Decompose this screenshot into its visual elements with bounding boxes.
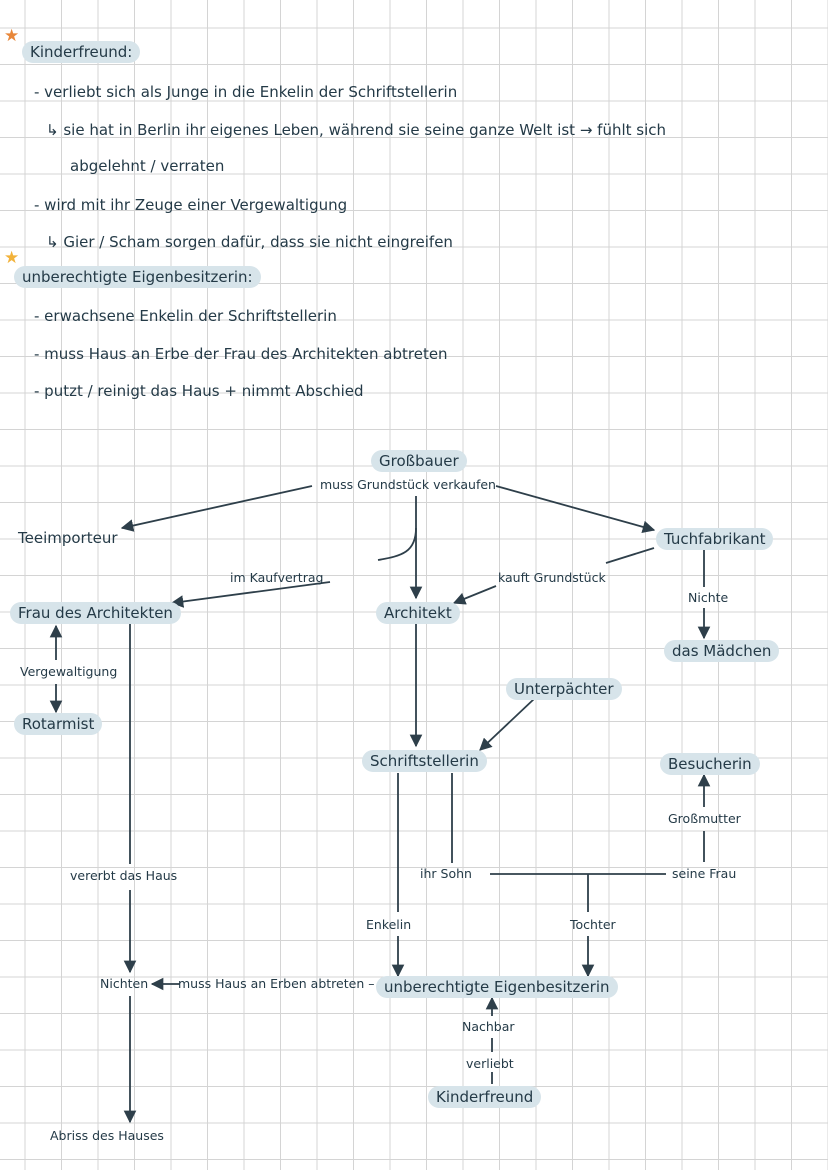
edge-label-tochter: Tochter bbox=[570, 917, 616, 932]
edge-label-verliebt: verliebt bbox=[466, 1056, 514, 1071]
node-grossbauer: Großbauer bbox=[371, 450, 467, 472]
node-unterpaechter: Unterpächter bbox=[506, 678, 622, 700]
node-abriss-des-hauses: Abriss des Hauses bbox=[50, 1128, 164, 1143]
node-rotarmist: Rotarmist bbox=[14, 713, 103, 735]
edge-tuchfabrikant-kauft bbox=[605, 547, 655, 564]
edge-label-nichte: Nichte bbox=[688, 590, 729, 605]
edge-label-vererbt: vererbt das Haus bbox=[70, 868, 178, 883]
note-line: - erwachsene Enkelin der Schriftstelleri… bbox=[34, 307, 337, 325]
node-frau-des-architekten: Frau des Architekten bbox=[10, 602, 181, 624]
node-seine-frau: seine Frau bbox=[672, 866, 737, 881]
node-schriftstellerin: Schriftstellerin bbox=[362, 750, 487, 772]
node-tuchfabrikant: Tuchfabrikant bbox=[656, 528, 774, 550]
edge-grossbauer-kaufvertrag bbox=[377, 527, 417, 561]
node-unberechtigte-eigenbesitzerin: unberechtigte Eigenbesitzerin bbox=[376, 976, 618, 998]
edge-label-muss-verkaufen: muss Grundstück verkaufen bbox=[320, 477, 496, 492]
edge-label-im-kaufvertrag: im Kaufvertrag bbox=[230, 570, 324, 585]
node-architekt: Architekt bbox=[376, 602, 460, 624]
edge-label-grossmutter: Großmutter bbox=[668, 811, 741, 826]
note-title-eigenbesitzerin: unberechtigte Eigenbesitzerin: bbox=[14, 266, 261, 288]
node-kinderfreund: Kinderfreund bbox=[428, 1086, 542, 1108]
note-line: - wird mit ihr Zeuge einer Vergewaltigun… bbox=[34, 196, 348, 214]
note-line: - verliebt sich als Junge in die Enkelin… bbox=[34, 83, 458, 101]
edge-unterpaechter-schriftstellerin bbox=[479, 698, 535, 751]
edge-label-abtreten: muss Haus an Erben abtreten – bbox=[178, 976, 375, 991]
node-das-maedchen: das Mädchen bbox=[664, 640, 780, 662]
edge-label-vergewaltigung: Vergewaltigung bbox=[20, 664, 118, 679]
note-line: - muss Haus an Erbe der Frau des Archite… bbox=[34, 345, 448, 363]
node-teeimporteur: Teeimporteur bbox=[18, 529, 118, 547]
node-nichten: Nichten bbox=[100, 976, 149, 991]
note-line: ↳ sie hat in Berlin ihr eigenes Leben, w… bbox=[46, 121, 667, 139]
edge-kaufvertrag-frau bbox=[170, 581, 331, 608]
note-line: - putzt / reinigt das Haus + nimmt Absch… bbox=[34, 382, 364, 400]
edge-grossbauer-teeimporteur bbox=[120, 485, 313, 532]
edge-kauft-architekt bbox=[452, 585, 497, 605]
node-besucherin: Besucherin bbox=[660, 753, 760, 775]
edge-label-enkelin: Enkelin bbox=[366, 917, 412, 932]
edge-grossbauer-tuchfabrikant bbox=[495, 485, 656, 534]
note-title-kinderfreund: Kinderfreund: bbox=[22, 41, 141, 63]
star-icon: ★ bbox=[4, 248, 20, 268]
edge-label-nachbar: Nachbar bbox=[462, 1019, 515, 1034]
note-line: ↳ Gier / Scham sorgen dafür, dass sie ni… bbox=[46, 233, 453, 251]
node-ihr-sohn: ihr Sohn bbox=[420, 866, 472, 881]
note-line: abgelehnt / verraten bbox=[70, 157, 225, 175]
star-icon: ★ bbox=[4, 26, 20, 46]
edge-label-kauft-grundstueck: kauft Grundstück bbox=[498, 570, 606, 585]
